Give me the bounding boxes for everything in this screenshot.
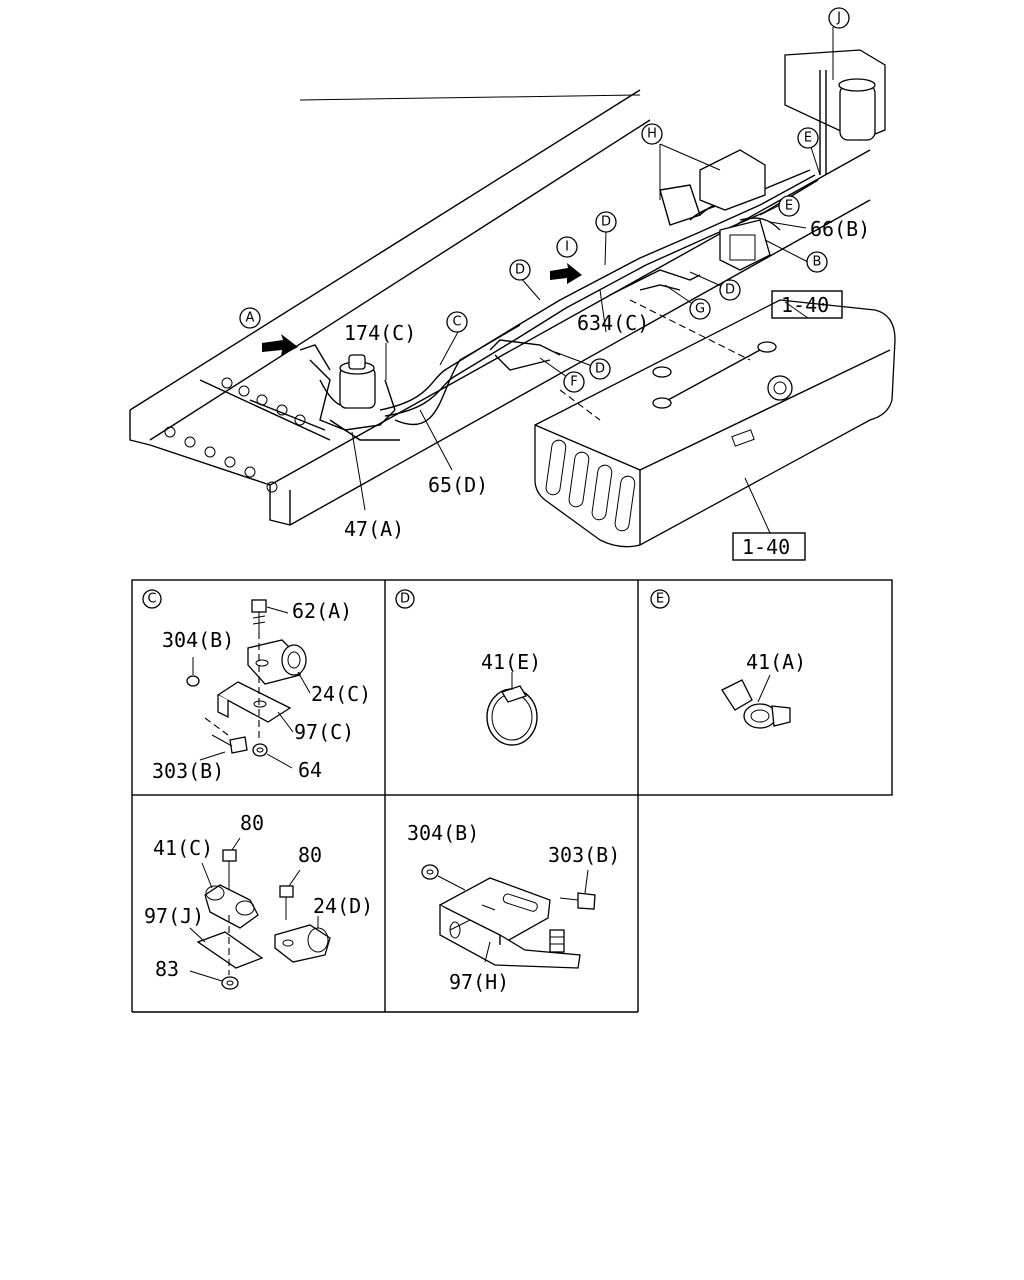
svg-text:41(E): 41(E) bbox=[481, 650, 541, 674]
svg-text:B: B bbox=[813, 255, 822, 270]
bolt-80-left bbox=[222, 837, 241, 890]
svg-text:303(B): 303(B) bbox=[548, 843, 620, 867]
callout-C: C bbox=[446, 311, 468, 333]
bolt-62a bbox=[251, 599, 289, 632]
callout-B: B bbox=[806, 251, 828, 273]
fuel-heater-assembly bbox=[659, 49, 886, 271]
svg-text:80: 80 bbox=[298, 843, 322, 867]
hose-clamp-41e bbox=[486, 672, 538, 746]
svg-text:C: C bbox=[452, 315, 461, 330]
svg-text:E: E bbox=[804, 131, 812, 146]
svg-text:1-40: 1-40 bbox=[742, 535, 790, 559]
svg-text:G: G bbox=[695, 302, 705, 317]
clamp-41c bbox=[201, 862, 259, 929]
svg-text:97(H): 97(H) bbox=[449, 970, 509, 994]
svg-text:C: C bbox=[147, 592, 156, 607]
svg-text:H: H bbox=[647, 127, 657, 142]
label-66b: 66(B) bbox=[810, 217, 870, 241]
svg-text:24(D): 24(D) bbox=[313, 894, 373, 918]
callout-J: J bbox=[828, 7, 850, 29]
callout-D-2: D bbox=[595, 211, 617, 233]
svg-text:97(J): 97(J) bbox=[144, 904, 204, 928]
svg-text:62(A): 62(A) bbox=[292, 599, 352, 623]
detail-grid bbox=[131, 579, 893, 1013]
callout-D-1: D bbox=[509, 259, 531, 281]
label-634c: 634(C) bbox=[577, 311, 649, 335]
bracket-97c bbox=[216, 681, 294, 733]
fuel-tank bbox=[534, 299, 896, 548]
svg-text:41(A): 41(A) bbox=[746, 650, 806, 674]
detail-panel-f: 80 41(C) 80 24(D) 97(J) 83 bbox=[144, 811, 373, 990]
detail-panel-d: D 41(E) bbox=[395, 589, 541, 746]
svg-text:304(B): 304(B) bbox=[407, 821, 479, 845]
svg-text:A: A bbox=[246, 311, 255, 326]
label-65d: 65(D) bbox=[428, 473, 488, 497]
callout-E-2: E bbox=[778, 195, 800, 217]
svg-text:1-40: 1-40 bbox=[781, 293, 829, 317]
label-174c: 174(C) bbox=[344, 321, 416, 345]
detail-panel-g: 304(B) 303(B) 97(H) bbox=[407, 821, 620, 994]
bolt-303b-g bbox=[559, 869, 596, 910]
svg-text:80: 80 bbox=[240, 811, 264, 835]
callout-G: G bbox=[689, 298, 711, 320]
svg-text:I: I bbox=[565, 240, 569, 255]
callout-A: A bbox=[239, 307, 261, 329]
callout-E-1: E bbox=[797, 127, 819, 149]
svg-text:D: D bbox=[515, 263, 525, 278]
svg-text:D: D bbox=[595, 362, 605, 377]
svg-text:J: J bbox=[836, 11, 841, 26]
svg-text:D: D bbox=[601, 215, 611, 230]
bolt-303b bbox=[199, 734, 248, 761]
svg-text:E: E bbox=[656, 592, 664, 607]
hose-clamp-41a bbox=[721, 674, 791, 729]
fuel-filter-assembly bbox=[299, 344, 400, 441]
callout-F: F bbox=[563, 371, 585, 393]
svg-text:41(C): 41(C) bbox=[153, 836, 213, 860]
svg-text:24(C): 24(C) bbox=[311, 682, 371, 706]
svg-text:83: 83 bbox=[155, 957, 179, 981]
bracket-97h bbox=[438, 877, 581, 969]
bolt-80-right bbox=[279, 869, 301, 920]
clamp-24d bbox=[274, 916, 331, 963]
svg-text:303(B): 303(B) bbox=[152, 759, 224, 783]
callout-I: I bbox=[556, 236, 578, 258]
frame-rail bbox=[129, 89, 871, 526]
svg-text:304(B): 304(B) bbox=[162, 628, 234, 652]
clamp-24c bbox=[247, 639, 311, 694]
ref-box-2: 1-40 bbox=[732, 532, 806, 561]
label-47a: 47(A) bbox=[344, 517, 404, 541]
svg-text:64: 64 bbox=[298, 758, 322, 782]
svg-text:E: E bbox=[785, 199, 793, 214]
svg-text:D: D bbox=[400, 592, 410, 607]
bracket-97j bbox=[189, 915, 264, 975]
direction-arrows bbox=[262, 263, 582, 356]
callout-H: H bbox=[641, 123, 663, 145]
svg-text:97(C): 97(C) bbox=[294, 720, 354, 744]
callout-D-3: D bbox=[719, 279, 741, 301]
detail-panel-c: C 62(A) 304(B) 24(C) 97(C) 303(B) 64 bbox=[142, 589, 371, 783]
svg-text:D: D bbox=[725, 283, 735, 298]
callout-D-4: D bbox=[589, 358, 611, 380]
ref-box-1: 1-40 bbox=[771, 290, 843, 319]
detail-panel-e: E 41(A) bbox=[650, 589, 806, 729]
svg-text:F: F bbox=[570, 375, 577, 390]
